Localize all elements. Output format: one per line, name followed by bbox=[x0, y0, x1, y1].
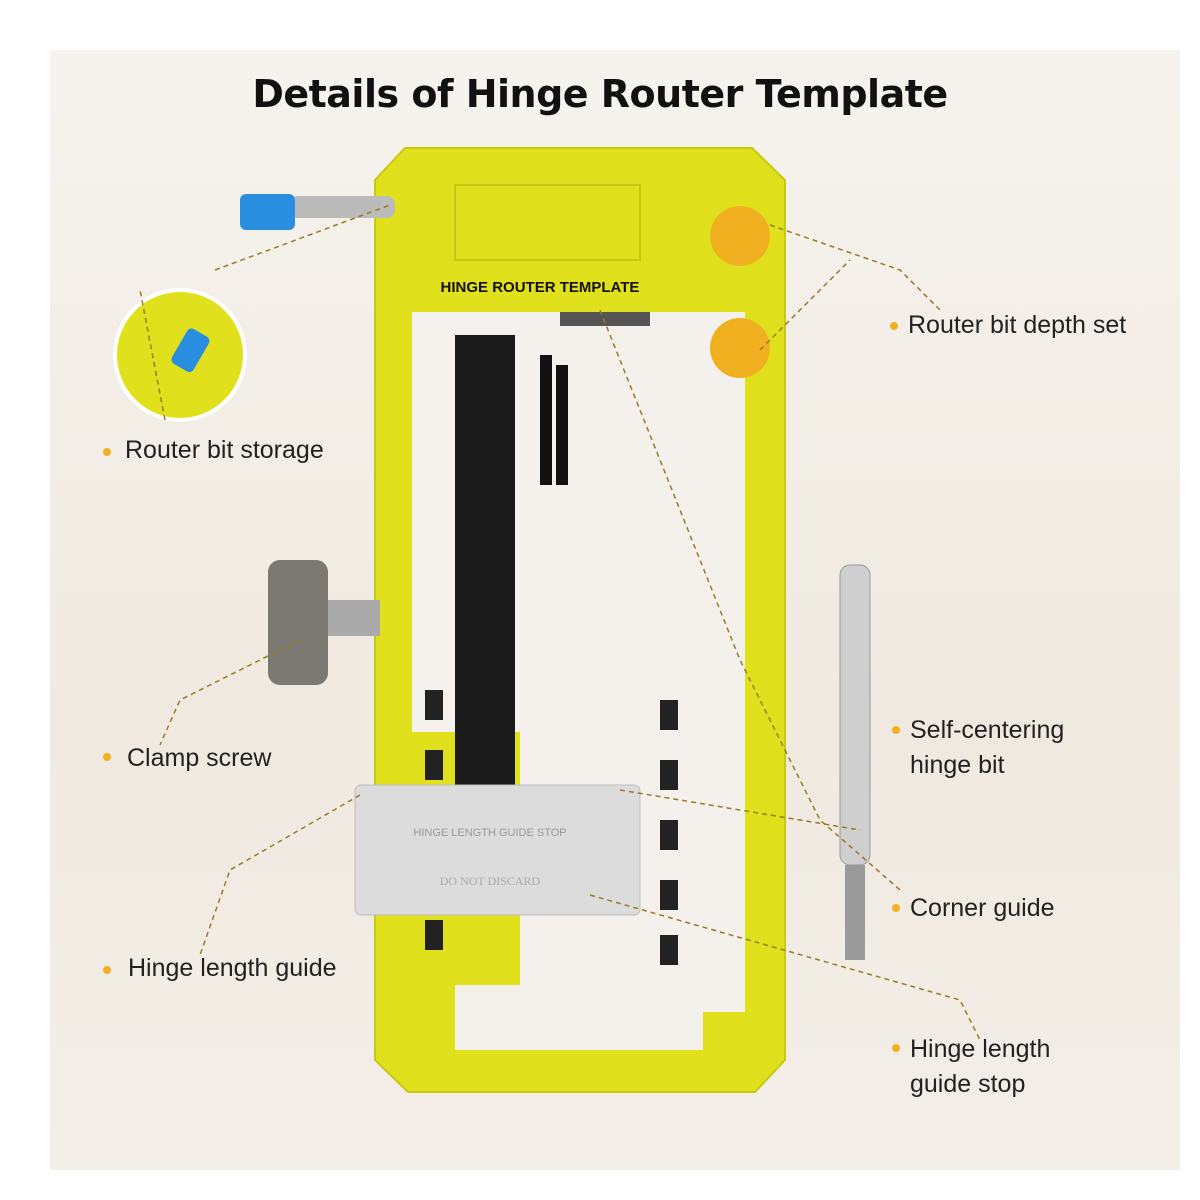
label-stop-line2: guide stop bbox=[910, 1070, 1026, 1098]
label-hinge-bit: Self-centering hinge bit bbox=[910, 713, 1064, 783]
stop-text-2: DO NOT DISCARD bbox=[440, 874, 541, 888]
label-stop: Hinge length guide stop bbox=[910, 1032, 1050, 1102]
router-bit bbox=[240, 194, 295, 230]
bullet bbox=[892, 904, 900, 912]
label-recess bbox=[454, 184, 641, 261]
page-title: Details of Hinge Router Template bbox=[252, 72, 948, 116]
label-hinge-bit-line2: hinge bit bbox=[910, 751, 1005, 779]
bullet bbox=[890, 322, 898, 330]
depth-set-upper bbox=[710, 206, 770, 266]
label-stop-line1: Hinge length bbox=[910, 1035, 1051, 1063]
leader-lines bbox=[139, 204, 981, 1041]
bullet bbox=[892, 1044, 900, 1052]
label-depth-set: Router bit depth set bbox=[908, 311, 1127, 339]
label-corner: Corner guide bbox=[910, 894, 1055, 922]
clamp-knob bbox=[268, 560, 328, 685]
label-clamp: Clamp screw bbox=[127, 744, 272, 772]
bottom-window bbox=[455, 985, 703, 1050]
guide-stop bbox=[354, 784, 641, 916]
depth-set-lower bbox=[710, 318, 770, 378]
stop-text-1: HINGE LENGTH GUIDE STOP bbox=[413, 827, 566, 839]
plate-text: HINGE ROUTER TEMPLATE bbox=[441, 279, 640, 296]
label-storage: Router bit storage bbox=[125, 436, 324, 464]
hinge-bit bbox=[839, 564, 871, 866]
bullet bbox=[103, 753, 111, 761]
label-length-guide: Hinge length guide bbox=[128, 954, 337, 982]
bullet bbox=[892, 726, 900, 734]
bullet bbox=[103, 448, 111, 456]
label-hinge-bit-line1: Self-centering bbox=[910, 716, 1065, 744]
bullet bbox=[103, 966, 111, 974]
ruler-strip bbox=[455, 335, 515, 785]
